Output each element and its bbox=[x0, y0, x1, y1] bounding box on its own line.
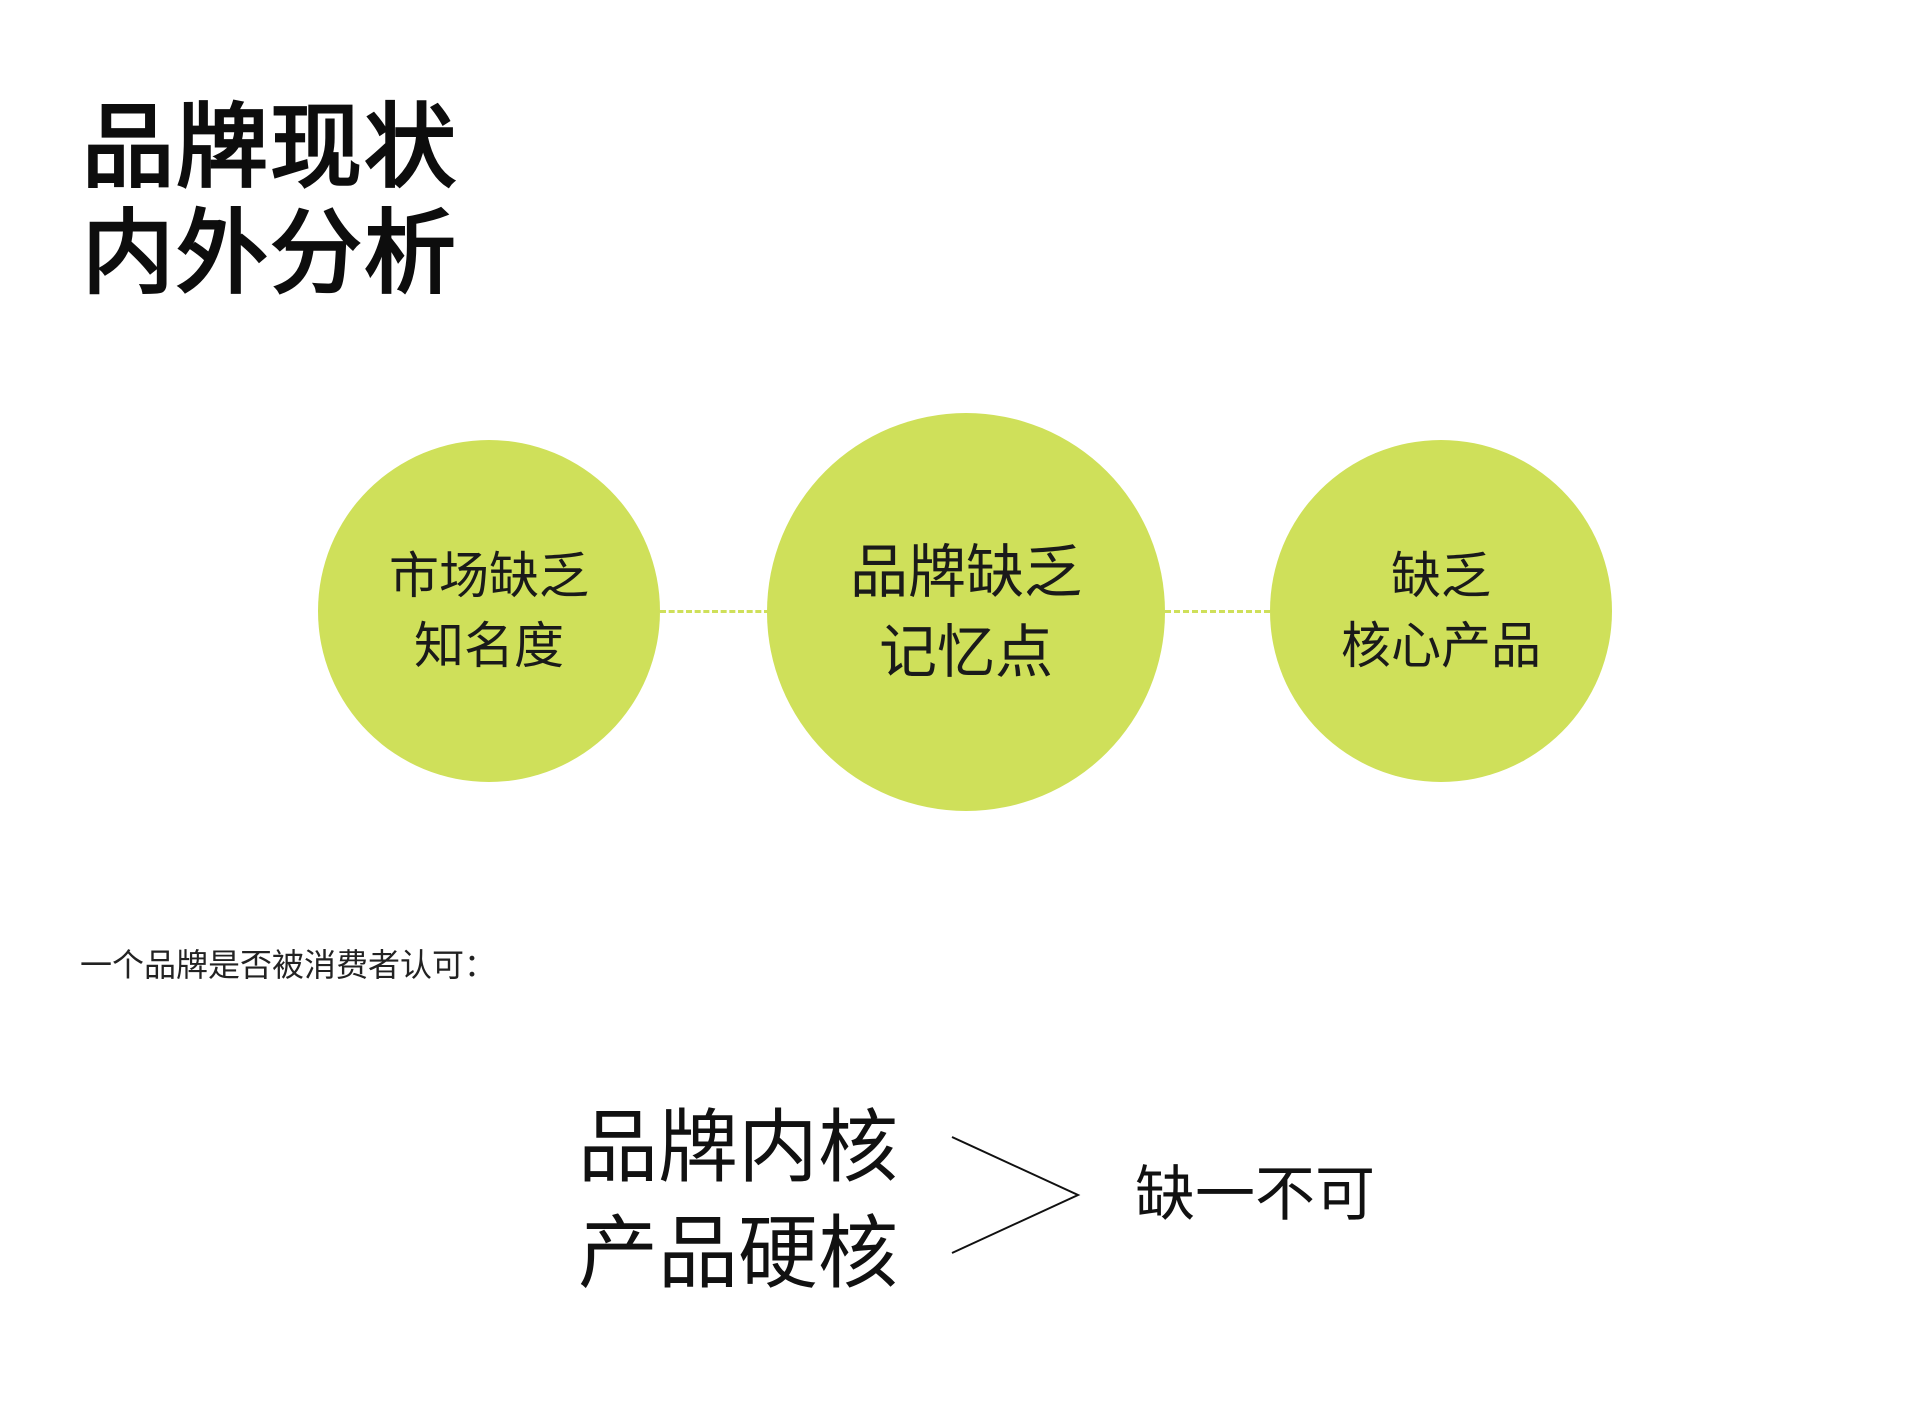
circle-core-product-text: 缺乏 核心产品 bbox=[1341, 541, 1541, 681]
circle-brand-memory: 品牌缺乏 记忆点 bbox=[767, 413, 1165, 811]
connector-left bbox=[660, 610, 770, 613]
circle-2-line-2: 记忆点 bbox=[878, 618, 1053, 686]
circle-1-line-2: 知名度 bbox=[414, 617, 564, 675]
circle-2-line-1: 品牌缺乏 bbox=[849, 538, 1082, 606]
circle-1-line-1: 市场缺乏 bbox=[389, 547, 589, 605]
circle-3-line-2: 核心产品 bbox=[1341, 617, 1541, 675]
page-title: 品牌现状 内外分析 bbox=[82, 95, 458, 307]
core-line-2: 产品硬核 bbox=[578, 1207, 898, 1300]
connector-right bbox=[1165, 610, 1270, 613]
circle-3-line-1: 缺乏 bbox=[1391, 547, 1491, 605]
core-statement: 品牌内核 产品硬核 bbox=[578, 1095, 898, 1307]
circle-market-awareness-text: 市场缺乏 知名度 bbox=[389, 541, 589, 681]
question-text: 一个品牌是否被消费者认可： bbox=[80, 946, 497, 984]
core-line-1: 品牌内核 bbox=[578, 1101, 898, 1194]
circle-brand-memory-text: 品牌缺乏 记忆点 bbox=[850, 532, 1082, 692]
conclusion-text: 缺一不可 bbox=[1135, 1160, 1375, 1230]
page-title-line-1: 品牌现状 bbox=[82, 94, 459, 201]
circle-market-awareness: 市场缺乏 知名度 bbox=[318, 440, 660, 782]
page-title-line-2: 内外分析 bbox=[82, 200, 459, 307]
circle-core-product: 缺乏 核心产品 bbox=[1270, 440, 1612, 782]
greater-than-symbol bbox=[951, 1136, 1081, 1254]
